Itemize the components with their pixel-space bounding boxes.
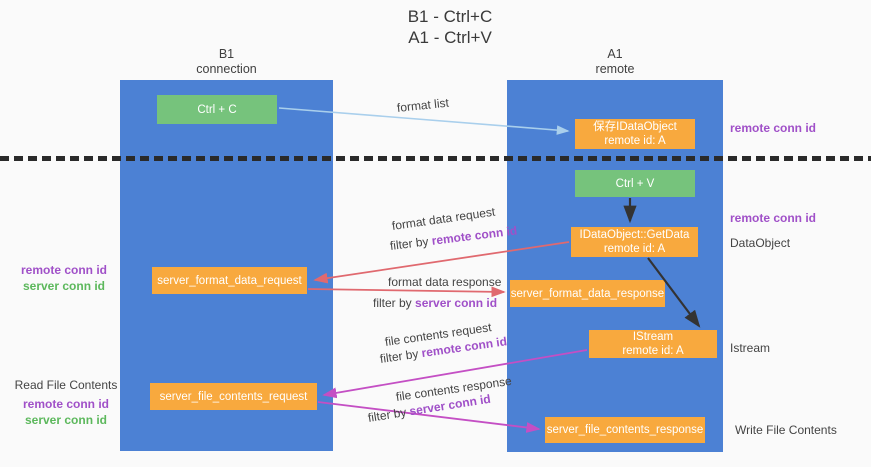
read-remote-conn-id-label: remote conn id: [22, 397, 109, 411]
dataobject-label: DataObject: [730, 236, 791, 250]
read-file-contents-label: Read File Contents: [14, 378, 118, 392]
idataobject-getdata-box: IDataObject::GetData remote id: A: [571, 227, 698, 257]
save-idataobject-line1: 保存IDataObject: [593, 121, 677, 133]
getdata-line2: remote id: A: [603, 243, 666, 255]
server-file-contents-request-label: server_file_contents_request: [159, 390, 308, 403]
server-conn-id-key: server conn id: [415, 296, 498, 310]
filter-by-text: filter by: [373, 296, 412, 310]
server-format-data-response-box: server_format_data_response: [510, 280, 665, 307]
remote-conn-id-left-label: remote conn id: [20, 263, 107, 277]
ctrl-v-box: Ctrl + V: [575, 170, 695, 197]
column-header-a1: A1 remote: [507, 47, 723, 77]
istream-side-label: Istream: [730, 341, 771, 355]
arrow-format-data-response: [307, 286, 506, 298]
machine-boundary-dashed-line: [0, 156, 871, 161]
istream-line1: IStream: [632, 331, 674, 343]
filter-by-text: filter by: [379, 346, 420, 366]
server-file-contents-response-label: server_file_contents_response: [546, 424, 704, 436]
column-b1-subtitle: connection: [196, 62, 257, 76]
ctrl-v-label: Ctrl + V: [615, 177, 655, 190]
server-format-data-response-label: server_format_data_response: [510, 287, 665, 300]
server-file-contents-response-box: server_file_contents_response: [545, 417, 705, 443]
ctrl-c-box: Ctrl + C: [157, 95, 277, 124]
istream-line2: remote id: A: [622, 345, 684, 357]
title-line-2: A1 - Ctrl+V: [408, 28, 492, 47]
save-idataobject-box: 保存IDataObject remote id: A: [575, 119, 695, 149]
server-conn-id-left-label: server conn id: [22, 279, 106, 293]
format-data-response-label: format data response: [388, 275, 502, 289]
format-list-label: format list: [396, 95, 450, 115]
getdata-line1: IDataObject::GetData: [579, 229, 690, 241]
remote-conn-id-right-mid-label: remote conn id: [730, 211, 817, 225]
save-idataobject-line2: remote id: A: [604, 135, 666, 147]
column-a1-title: A1: [607, 47, 623, 61]
ctrl-c-label: Ctrl + C: [197, 103, 237, 116]
filter-by-text: filter by: [366, 405, 408, 425]
filter-by-text: filter by: [389, 234, 430, 253]
column-b1-title: B1: [218, 47, 235, 61]
read-file-contents-block: Read File Contents remote conn id server…: [14, 377, 118, 428]
remote-conn-id-right-top-label: remote conn id: [730, 121, 817, 135]
server-format-data-request-box: server_format_data_request: [152, 267, 307, 294]
server-format-data-request-label: server_format_data_request: [157, 274, 302, 287]
title-line-1: B1 - Ctrl+C: [407, 7, 493, 26]
istream-box: IStream remote id: A: [589, 330, 717, 358]
read-server-conn-id-label: server conn id: [24, 413, 108, 427]
server-file-contents-request-box: server_file_contents_request: [150, 383, 317, 410]
format-data-response-filter-label: filter by server conn id: [373, 296, 497, 310]
left-conn-id-block: remote conn id server conn id: [14, 262, 114, 294]
diagram-title: B1 - Ctrl+C A1 - Ctrl+V: [330, 6, 570, 48]
remote-conn-id-key: remote conn id: [430, 223, 518, 248]
write-file-contents-label: Write File Contents: [735, 423, 837, 437]
column-a1-subtitle: remote: [595, 62, 635, 76]
column-header-b1: B1 connection: [120, 47, 333, 77]
